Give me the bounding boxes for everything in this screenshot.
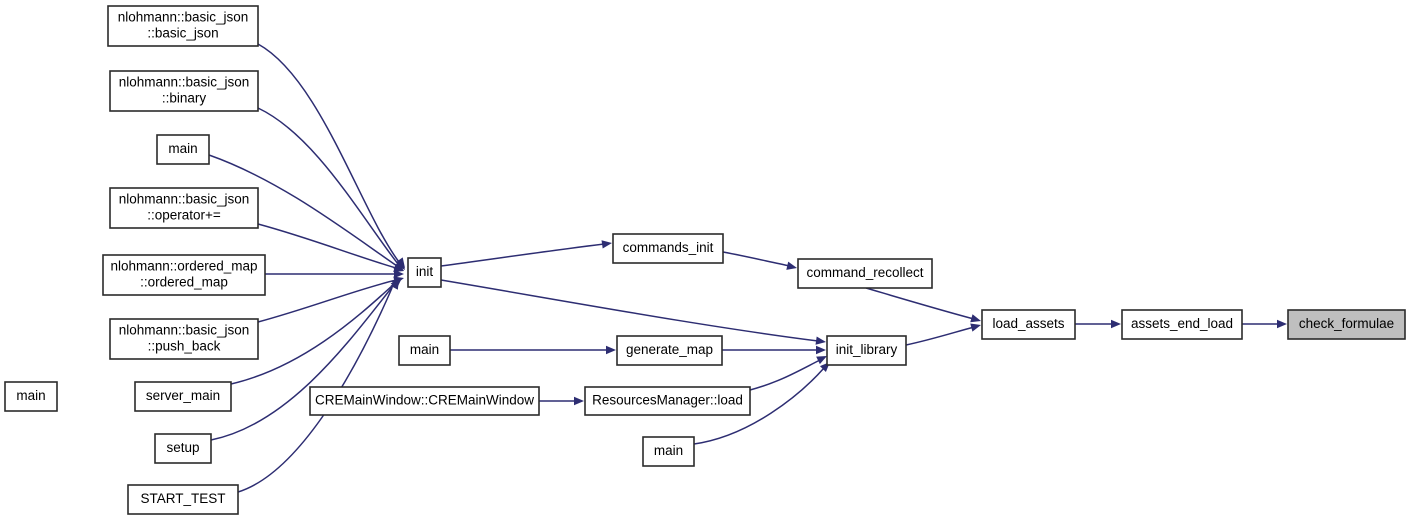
node-box[interactable]	[109, 187, 259, 229]
node-label: commands_init	[623, 240, 714, 255]
node-label: check_formulae	[1299, 316, 1394, 331]
node-label: init_library	[836, 342, 898, 357]
node-box[interactable]	[407, 257, 442, 288]
call-edge	[440, 240, 612, 267]
node-box[interactable]	[612, 233, 724, 264]
node-resourcesmanager_load[interactable]: ResourcesManager::load	[584, 386, 751, 416]
node-setup[interactable]: setup	[154, 433, 212, 464]
node-basic_json_ctor[interactable]: nlohmann::basic_json::basic_json	[107, 5, 259, 47]
node-box[interactable]	[127, 484, 239, 515]
call-edge	[865, 287, 981, 323]
node-label: generate_map	[626, 342, 713, 357]
call-edge	[450, 345, 616, 355]
node-box[interactable]	[109, 70, 259, 112]
call-edge	[1075, 319, 1121, 329]
call-edge	[257, 223, 404, 273]
node-main_bottom[interactable]: main	[642, 436, 695, 467]
node-label: assets_end_load	[1131, 316, 1233, 331]
node-box[interactable]	[1121, 309, 1243, 340]
node-load_assets[interactable]: load_assets	[981, 309, 1076, 340]
node-label: main	[16, 388, 45, 403]
node-ordered_map[interactable]: nlohmann::ordered_map::ordered_map	[102, 254, 266, 296]
node-box[interactable]	[398, 335, 451, 366]
call-edge	[264, 269, 404, 279]
node-box[interactable]	[1287, 309, 1406, 340]
node-command_recollect[interactable]: command_recollect	[797, 258, 933, 289]
node-generate_map[interactable]: generate_map	[616, 335, 723, 366]
call-edge	[749, 356, 827, 391]
call-edge	[1242, 319, 1287, 329]
node-basic_json_push_back[interactable]: nlohmann::basic_json::push_back	[109, 318, 259, 360]
node-label: main	[410, 342, 439, 357]
node-label: server_main	[146, 388, 220, 403]
node-label: ::push_back	[148, 339, 221, 354]
node-label: ::ordered_map	[140, 275, 228, 290]
node-label: nlohmann::basic_json	[119, 75, 250, 90]
node-check_formulae[interactable]: check_formulae	[1287, 309, 1406, 340]
node-label: nlohmann::ordered_map	[110, 259, 257, 274]
call-edge	[905, 323, 981, 346]
node-label: main	[168, 141, 197, 156]
call-edge	[257, 43, 405, 268]
node-cremainwindow[interactable]: CREMainWindow::CREMainWindow	[309, 386, 540, 416]
call-edge	[722, 345, 826, 355]
call-edge	[237, 279, 399, 493]
call-edge	[257, 107, 405, 270]
node-label: nlohmann::basic_json	[119, 192, 250, 207]
node-box[interactable]	[826, 335, 907, 366]
node-main_top[interactable]: main	[156, 134, 210, 165]
node-box[interactable]	[642, 436, 695, 467]
node-label: load_assets	[992, 316, 1064, 331]
node-box[interactable]	[797, 258, 933, 289]
node-server_main[interactable]: server_main	[134, 381, 232, 412]
node-assets_end_load[interactable]: assets_end_load	[1121, 309, 1243, 340]
node-label: nlohmann::basic_json	[118, 10, 249, 25]
node-box[interactable]	[309, 386, 540, 416]
node-start_test[interactable]: START_TEST	[127, 484, 239, 515]
node-commands_init[interactable]: commands_init	[612, 233, 724, 264]
node-box[interactable]	[981, 309, 1076, 340]
node-label: init	[416, 264, 434, 279]
call-edge	[440, 279, 826, 345]
node-label: command_recollect	[806, 265, 923, 280]
node-init[interactable]: init	[407, 257, 442, 288]
node-label: ::basic_json	[147, 26, 218, 41]
node-box[interactable]	[154, 433, 212, 464]
node-basic_json_binary[interactable]: nlohmann::basic_json::binary	[109, 70, 259, 112]
node-main_left[interactable]: main	[4, 381, 58, 412]
node-box[interactable]	[584, 386, 751, 416]
node-box[interactable]	[156, 134, 210, 165]
call-edge	[539, 396, 584, 406]
node-label: ::binary	[162, 91, 207, 106]
node-label: ::operator+=	[147, 208, 221, 223]
node-box[interactable]	[4, 381, 58, 412]
node-box[interactable]	[107, 5, 259, 47]
node-label: setup	[166, 440, 199, 455]
node-box[interactable]	[109, 318, 259, 360]
node-basic_json_operator_pe[interactable]: nlohmann::basic_json::operator+=	[109, 187, 259, 229]
node-label: CREMainWindow::CREMainWindow	[315, 393, 534, 408]
call-edge	[722, 251, 797, 270]
node-label: main	[654, 443, 683, 458]
node-box[interactable]	[616, 335, 723, 366]
node-label: nlohmann::basic_json	[119, 323, 250, 338]
node-label: START_TEST	[140, 491, 225, 506]
nodes-layer: nlohmann::basic_json::basic_jsonnlohmann…	[4, 5, 1406, 515]
node-label: ResourcesManager::load	[592, 393, 743, 408]
node-box[interactable]	[134, 381, 232, 412]
node-init_library[interactable]: init_library	[826, 335, 907, 366]
edges-layer	[208, 43, 1287, 493]
node-main_mid[interactable]: main	[398, 335, 451, 366]
node-box[interactable]	[102, 254, 266, 296]
